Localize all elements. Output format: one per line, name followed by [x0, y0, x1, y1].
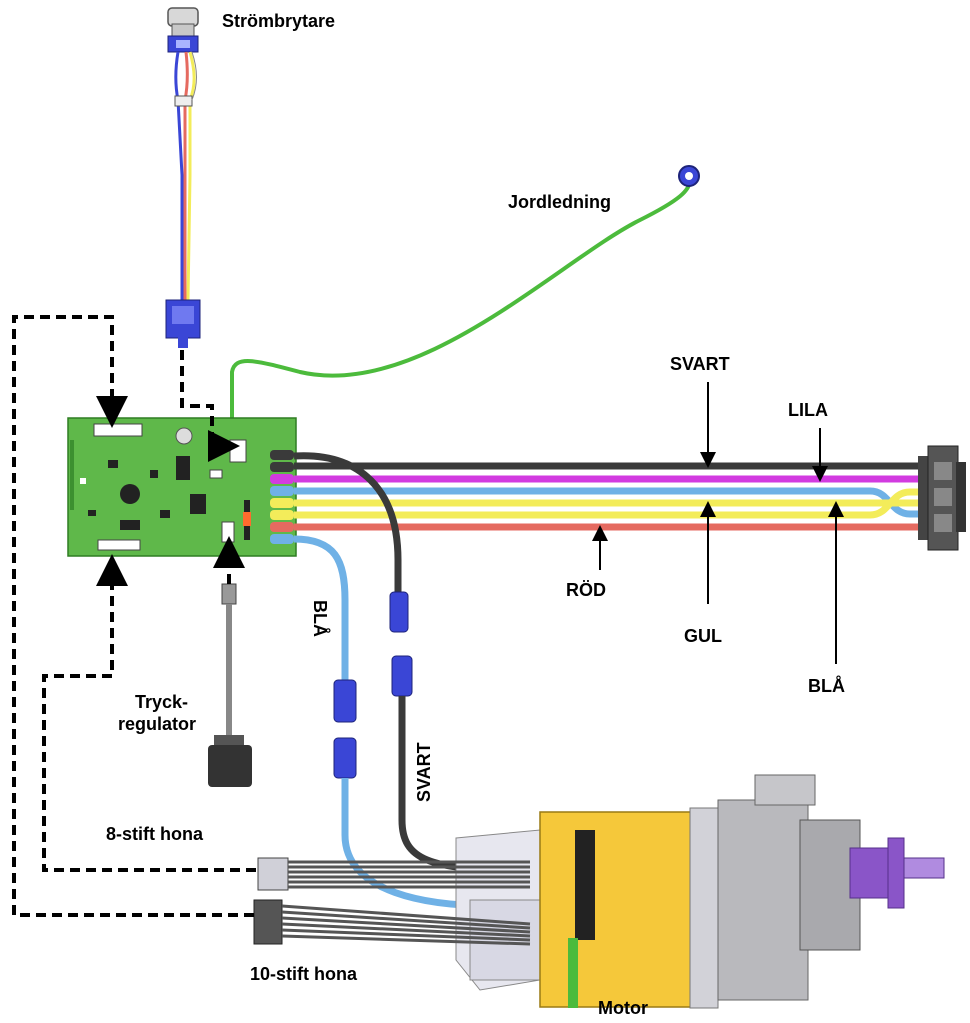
harness-connector	[918, 445, 966, 551]
motor	[455, 774, 945, 1009]
label-svart-top: SVART	[670, 354, 730, 374]
switch-connector	[165, 299, 201, 348]
label-8pin: 8-stift hona	[106, 824, 204, 844]
dashed-arrows	[12, 315, 256, 917]
label-pressure-regulator-1: Tryck-	[135, 692, 188, 712]
label-10pin: 10-stift hona	[250, 964, 358, 984]
power-switch	[167, 7, 199, 53]
pressure-regulator	[208, 583, 252, 787]
label-pressure-regulator-2: regulator	[118, 714, 196, 734]
circuit-board	[67, 417, 297, 557]
label-lila: LILA	[788, 400, 828, 420]
label-arrows	[592, 382, 844, 664]
label-bla-vertical: BLÅ	[310, 600, 330, 637]
label-motor: Motor	[598, 998, 648, 1018]
board-wire-ends	[270, 450, 294, 544]
label-bla-right: BLÅ	[808, 676, 845, 696]
switch-cable	[174, 51, 197, 301]
main-harness	[294, 462, 920, 531]
label-rod: RÖD	[566, 580, 606, 600]
label-svart-vertical: SVART	[414, 742, 434, 802]
ribbon-8pin	[257, 857, 530, 891]
label-ground-wire: Jordledning	[508, 192, 611, 212]
ribbon-10pin	[253, 899, 531, 946]
label-switch: Strömbrytare	[222, 11, 335, 31]
label-gul: GUL	[684, 626, 722, 646]
ground-wire	[230, 165, 700, 440]
